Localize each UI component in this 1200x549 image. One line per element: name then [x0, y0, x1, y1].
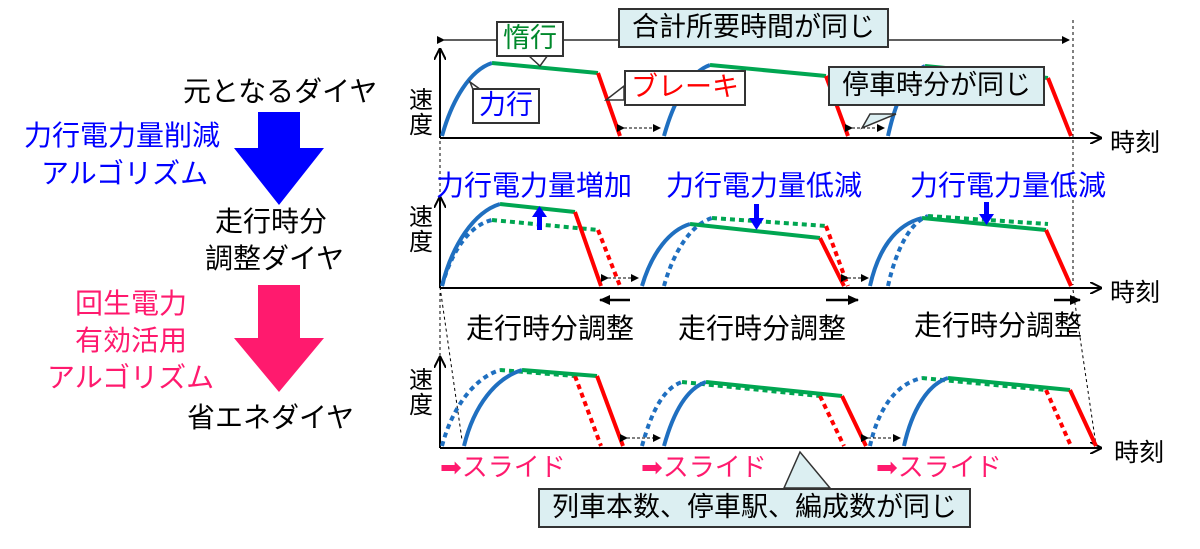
bottom-callout-pointer: [782, 450, 832, 489]
bottom-xlabel: 時刻: [1114, 438, 1165, 467]
bottom-panel-axes: [440, 358, 1100, 448]
top-xlabel: 時刻: [1110, 128, 1161, 157]
same-conditions-callout: 列車本数、停車駅、編成数が同じ: [538, 488, 971, 528]
slide-label-3: ➡スライド: [876, 453, 1002, 483]
adjust-label-3: 走行時分調整: [914, 309, 1083, 342]
reduce-arrow-1: [749, 204, 764, 230]
energy-saving-diagram-label: 省エネダイヤ: [187, 401, 355, 434]
algo2-line3: アルゴリズム: [47, 361, 215, 394]
adjusted-line1: 走行時分: [215, 205, 328, 238]
top-run-1: [440, 61, 622, 137]
algo1-line1: 力行電力量削減: [24, 119, 221, 152]
mid-xlabel: 時刻: [1110, 278, 1161, 307]
label-reduce-1: 力行電力量低減: [666, 169, 863, 202]
slide-label-2: ➡スライド: [641, 453, 767, 483]
top-ylabel: 速度: [409, 86, 433, 140]
powering-tag: 力行: [472, 88, 540, 124]
mid-panel-axes: [440, 198, 1100, 288]
reduce-arrow-2: [979, 202, 994, 225]
increase-arrow: [532, 206, 547, 230]
algo2-line1: 回生電力: [75, 287, 188, 320]
coasting-tag: 惰行: [496, 21, 564, 57]
bottom-after-solid: [462, 368, 1098, 447]
adjust-label-2: 走行時分調整: [678, 312, 847, 345]
label-increase: 力行電力量増加: [436, 169, 633, 202]
algo1-line2: アルゴリズム: [41, 157, 209, 190]
mid-original-dotted: [440, 214, 1049, 287]
braking-tag: ブレーキ: [624, 70, 746, 106]
top-panel-axes: [440, 50, 1100, 138]
mid-ylabel: 速度: [409, 203, 433, 257]
original-diagram-label: 元となるダイヤ: [183, 75, 378, 108]
adjusted-line2: 調整ダイヤ: [205, 242, 345, 275]
slide-label-1: ➡スライド: [440, 453, 566, 483]
bottom-ylabel: 速度: [409, 366, 433, 420]
guide-slide-1: [439, 286, 463, 441]
label-reduce-2: 力行電力量低減: [910, 169, 1107, 202]
algo2-line2: 有効活用: [75, 324, 188, 357]
big-pink-arrow: [234, 285, 324, 392]
adjust-label-1: 走行時分調整: [466, 312, 635, 345]
guide-right-bottom: [1072, 289, 1097, 446]
dwell-callout: 停車時分が同じ: [828, 66, 1045, 106]
big-blue-arrow: [234, 112, 324, 205]
dwell-pointer: [860, 113, 897, 130]
mid-adjusted-solid: [440, 202, 1073, 287]
total-time-callout: 合計所要時間が同じ: [618, 8, 889, 48]
braking-pointer: [603, 84, 625, 101]
